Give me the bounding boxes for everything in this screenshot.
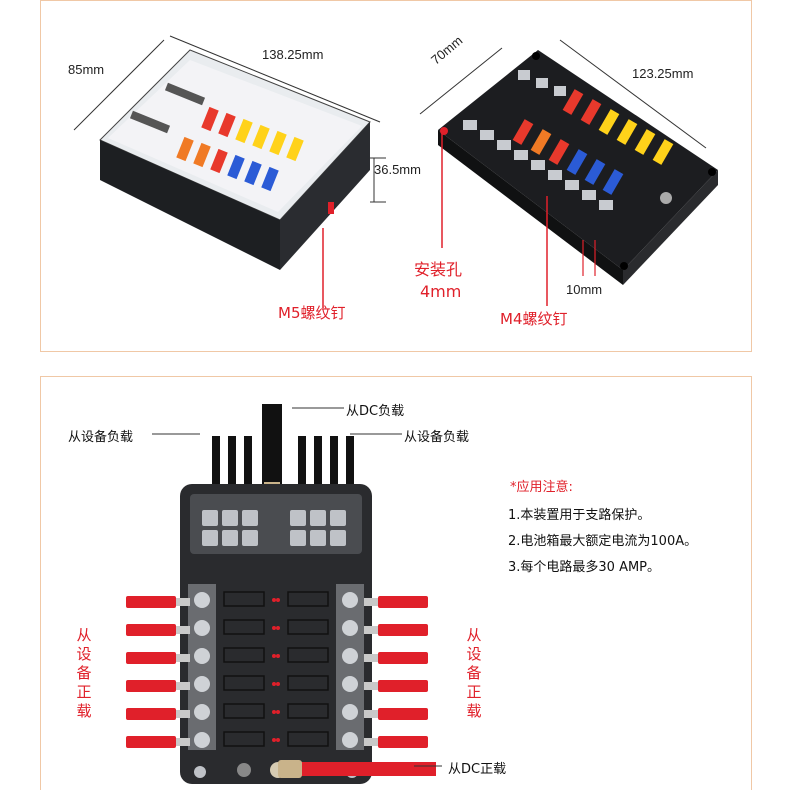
width-dimension-right: 123.25mm — [632, 66, 694, 81]
mounting-hole-pointer — [441, 130, 443, 248]
depth-dimension-left: 85mm — [68, 62, 105, 77]
fuse-box-covered-photo — [99, 49, 371, 270]
label-leader-lines — [152, 407, 442, 767]
fuse-box-open-photo — [438, 50, 718, 285]
dimension-lines-right — [419, 39, 707, 149]
width-dimension-left: 138.25mm — [262, 47, 324, 62]
dc-negative-label: 从DC负载 — [346, 404, 405, 419]
m4-pointer-line — [546, 196, 548, 306]
m5-screw-label: M5螺纹钉 — [278, 304, 346, 322]
dc-positive-label: 从DC正载 — [448, 762, 507, 777]
mounting-hole-size: 4mm — [420, 282, 462, 301]
m5-pointer-line — [322, 228, 324, 308]
notes-title: *应用注意: — [510, 480, 573, 495]
positive-load-wires-right — [364, 596, 428, 748]
positive-load-wires-left — [126, 596, 190, 748]
pitch-marker — [582, 240, 596, 276]
load-positive-label-left: 从 设 备 正 载 — [76, 626, 92, 720]
wiring-diagram-panel — [40, 376, 752, 790]
dc-positive-cable — [278, 760, 436, 778]
load-negative-label-left: 从设备负载 — [68, 430, 134, 445]
note-item: 1.本装置用于支路保护。 — [508, 508, 651, 523]
note-item: 3.每个电路最多30 AMP。 — [508, 560, 661, 575]
m4-screw-label: M4螺纹钉 — [500, 310, 568, 328]
dimension-lines-left — [73, 35, 386, 203]
load-negative-label-right: 从设备负载 — [404, 430, 470, 445]
fuse-block-diagram — [180, 484, 372, 784]
load-positive-label-right: 从 设 备 正 载 — [466, 626, 482, 720]
pitch-dimension: 10mm — [566, 282, 603, 297]
height-dimension: 36.5mm — [374, 162, 421, 177]
mounting-hole-label: 安装孔 — [414, 260, 463, 279]
note-item: 2.电池箱最大额定电流为100A。 — [508, 534, 698, 549]
